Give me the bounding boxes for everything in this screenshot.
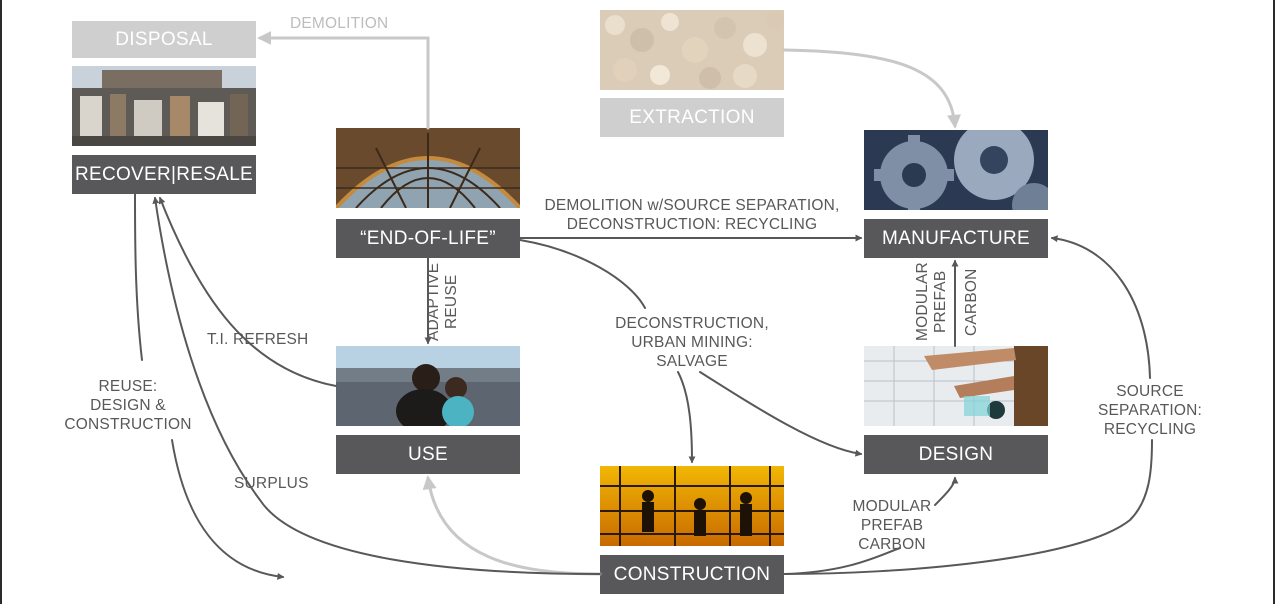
manufacture-box: MANUFACTURE	[864, 219, 1048, 258]
construction-silhouette-photo	[600, 466, 784, 546]
salvage-yard-photo	[72, 66, 256, 146]
source-separation-label: SOURCE SEPARATION: RECYCLING	[1097, 383, 1203, 438]
use-box: USE	[336, 435, 520, 474]
demolition-arrow	[257, 31, 430, 130]
carbon-vertical-label: CARBON	[963, 268, 980, 336]
construction-to-design-arrow	[783, 547, 901, 575]
reuse-design-arrow-tail	[171, 439, 285, 580]
blueprint-photo	[864, 346, 1048, 426]
construction-box: CONSTRUCTION	[600, 555, 784, 594]
deconstruction-salvage-label: DECONSTRUCTION, URBAN MINING: SALVAGE	[615, 315, 769, 370]
family-photo	[336, 346, 520, 426]
reuse-design-construction-label: REUSE: DESIGN & CONSTRUCTION	[64, 378, 192, 433]
disposal-box: DISPOSAL	[72, 21, 256, 58]
salvage-to-design-arrow	[699, 371, 863, 457]
end-of-life-box: “END-OF-LIFE”	[336, 219, 520, 258]
end-of-life-to-salvage-arrow	[519, 239, 646, 309]
surplus-label: SURPLUS	[234, 475, 309, 492]
surplus-arrow	[152, 196, 601, 575]
source-separation-arrow	[783, 439, 1153, 575]
prefab-to-design-arrow	[934, 476, 959, 506]
extraction-box: EXTRACTION	[600, 98, 784, 137]
right-border	[1273, 0, 1275, 604]
ti-refresh-arrow	[158, 196, 337, 387]
gears-photo	[864, 130, 1048, 210]
design-box: DESIGN	[864, 435, 1048, 474]
gravel-photo	[600, 10, 784, 90]
demolition-source-separation-label: DEMOLITION w/SOURCE SEPARATION, DECONSTR…	[544, 197, 840, 233]
salvage-to-construction-arrow	[677, 371, 696, 464]
extraction-arrow	[782, 48, 961, 129]
construction-to-use-arrow	[422, 475, 602, 576]
left-border	[0, 0, 2, 604]
source-separation-arrow-head	[1050, 235, 1151, 379]
ti-refresh-label: T.I. REFRESH	[207, 331, 309, 348]
reuse-design-arrow	[134, 193, 143, 361]
demolition-label: DEMOLITION	[290, 15, 389, 32]
recover-resale-box: RECOVER|RESALE	[72, 155, 256, 194]
modular-prefab-carbon-label: MODULAR PREFAB CARBON	[852, 498, 932, 553]
glass-roof-photo	[336, 128, 520, 208]
